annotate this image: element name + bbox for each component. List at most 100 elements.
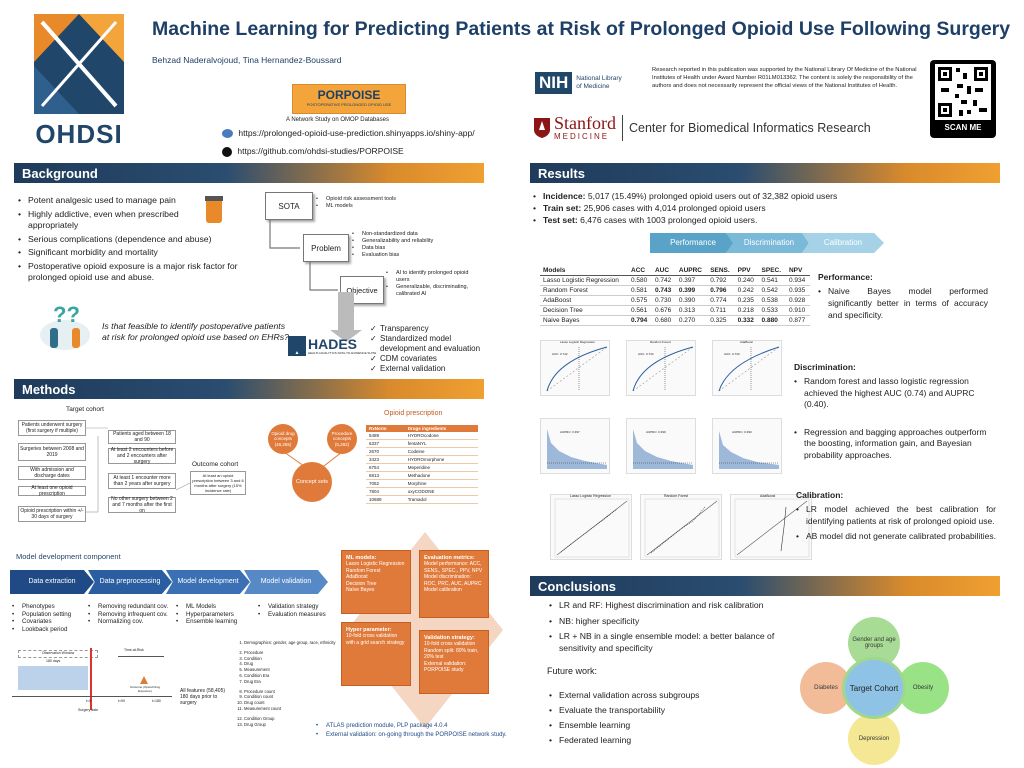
eval-metrics-panel: Evaluation metrics: Model performance: A…: [419, 550, 489, 618]
step-item: Ensemble learning: [176, 618, 237, 626]
sota-item: ML models: [316, 203, 396, 210]
results-table-header: PPV: [734, 266, 759, 276]
nih-logo: NIH National Library of Medicine: [535, 72, 622, 94]
poster-title: Machine Learning for Predicting Patients…: [152, 18, 1011, 40]
step-items-2: Removing redundant cov.Removing infreque…: [88, 603, 168, 626]
results-table-cell: 0.730: [651, 295, 676, 306]
eval-item: Model performance: ACC, SENS., SPEC., PP…: [424, 561, 483, 574]
future-item: Federated learning: [549, 733, 789, 748]
feature-item: Demographics: gender, age group, race, e…: [244, 640, 348, 646]
objective-item: Generalizable, discriminating, calibrate…: [386, 284, 476, 298]
test-label: Test set:: [543, 215, 578, 225]
opioid-table-cell: 10689: [366, 495, 405, 504]
prc-plot: [712, 418, 782, 474]
roc-title: Random Forest: [650, 340, 671, 344]
roc-curve: [718, 346, 780, 392]
step-item: ML Models: [176, 603, 237, 611]
roc-curve: [632, 346, 694, 392]
results-table-cell: 0.218: [734, 305, 759, 316]
opioid-table-cell: 5489: [366, 432, 405, 440]
tc-box: With admission and discharge dates: [18, 466, 86, 480]
obs-days: 180 days: [46, 659, 61, 663]
calibration-title: Calibration:: [796, 490, 844, 500]
prc-curve: [633, 429, 693, 469]
calibration-bullet: LR model achieved the best calibration f…: [796, 504, 996, 527]
prc-auc: AUPRC: 0.399: [646, 430, 666, 434]
roc-plot: [712, 340, 782, 396]
results-table-cell: 0.877: [785, 315, 810, 326]
nih-abbr: NIH: [535, 72, 573, 94]
shiny-url[interactable]: https://prolonged-opioid-use-prediction.…: [238, 128, 475, 138]
hades-wordmark: HADES HEALTH ANALYTICS DATA-TO-EVIDENCE …: [308, 337, 376, 355]
future-work-title: Future work:: [547, 666, 598, 676]
objective-label: Objective: [346, 285, 378, 295]
sota-label: SOTA: [278, 201, 300, 211]
target-cohort-title: Target cohort: [66, 406, 104, 413]
hyper-title: Hyper parameter:: [346, 627, 392, 633]
stanford-tree-icon: [534, 117, 550, 138]
results-table-header: NPV: [785, 266, 810, 276]
tc2-box: At least 2 encounters before and 2 encou…: [108, 447, 176, 465]
tab-performance[interactable]: Performance: [650, 233, 736, 253]
step-model-development: Model development: [166, 570, 250, 594]
conclusions-heading: Conclusions: [530, 576, 1000, 596]
results-table-cell: 0.235: [734, 295, 759, 306]
validation-title: Validation strategy:: [424, 635, 475, 641]
results-table-cell: 0.332: [734, 315, 759, 326]
feature-item: Drug: [244, 661, 348, 667]
calibration-plot: [550, 494, 632, 560]
cal-title: AdaBoost: [760, 494, 776, 498]
step-item: Population setting: [12, 611, 71, 619]
outcome-box: At least an opioid prescription between …: [190, 471, 246, 495]
opioid-drug-concepts: Opioid drug concepts (46,255): [268, 424, 298, 454]
tab-calibration[interactable]: Calibration: [802, 233, 884, 253]
validation-item: External validation: PORPOISE study: [424, 660, 467, 674]
tc2-box: No other surgery between 2 and 7 months …: [108, 496, 176, 514]
results-table-cell: 0.313: [675, 305, 708, 316]
feature-item: Drug Group: [244, 722, 348, 728]
tab-discrimination[interactable]: Discrimination: [726, 233, 812, 253]
ml-model-item: Random Forest: [346, 567, 381, 574]
calibration-curve: [644, 498, 720, 558]
hades-logo: ▲ HADES HEALTH ANALYTICS DATA-TO-EVIDENC…: [288, 336, 376, 356]
tc-box: At least one opioid prescription: [18, 485, 86, 497]
results-table-cell: 0.796: [707, 285, 735, 296]
results-table-cell: 0.928: [785, 295, 810, 306]
github-url[interactable]: https://github.com/ohdsi-studies/PORPOIS…: [237, 146, 404, 156]
conclusions-list: LR and RF: Highest discrimination and ri…: [549, 600, 809, 654]
github-link[interactable]: https://github.com/ohdsi-studies/PORPOIS…: [222, 146, 404, 157]
conclusion-item: LR + NB in a single ensemble model: a be…: [549, 631, 809, 654]
opioid-table-cell: Meperidine: [404, 463, 478, 472]
results-table-cell: 0.533: [758, 305, 786, 316]
results-table-cell: 0.325: [707, 315, 735, 326]
validation-item: 10-fold cross validation: [424, 641, 476, 648]
step-item: Covariates: [12, 618, 71, 626]
step-item: Validation strategy: [258, 603, 326, 611]
results-table-cell: Random Forest: [540, 285, 629, 296]
background-heading: Background: [14, 163, 484, 183]
calibration-plot: [640, 494, 722, 560]
feature-item: Condition Era: [244, 673, 348, 679]
hades-checks: Transparency Standardized model developm…: [370, 324, 485, 374]
flow-arrows: [269, 220, 362, 342]
results-table-cell: 0.742: [651, 275, 676, 286]
qr-code[interactable]: SCAN ME: [930, 60, 996, 138]
bg-bullet: Serious complications (dependence and ab…: [18, 234, 243, 246]
time-axis: [12, 696, 172, 697]
step-data-extraction: Data extraction: [10, 570, 94, 594]
bg-bullet: Highly addictive, even when prescribed a…: [18, 209, 218, 232]
stanford-name: Stanford: [554, 113, 616, 133]
venn-top: Gender and age groups: [848, 617, 900, 669]
procedure-concepts: Procedure concepts (5,282): [327, 424, 357, 454]
feature-item: Drug count: [244, 700, 348, 706]
surgery-date-label: Surgery date: [78, 708, 99, 712]
stanford-logo: Stanford MEDICINE Center for Biomedical …: [533, 114, 871, 141]
objective-items: AI to identify prolonged opioid users Ge…: [386, 270, 476, 298]
prc-plot: [626, 418, 696, 474]
opioid-table-cell: 7804: [366, 487, 405, 496]
background-bullets: Potent analgesic used to manage pain Hig…: [18, 195, 243, 284]
shiny-link[interactable]: https://prolonged-opioid-use-prediction.…: [222, 128, 475, 139]
results-heading: Results: [530, 163, 1000, 183]
